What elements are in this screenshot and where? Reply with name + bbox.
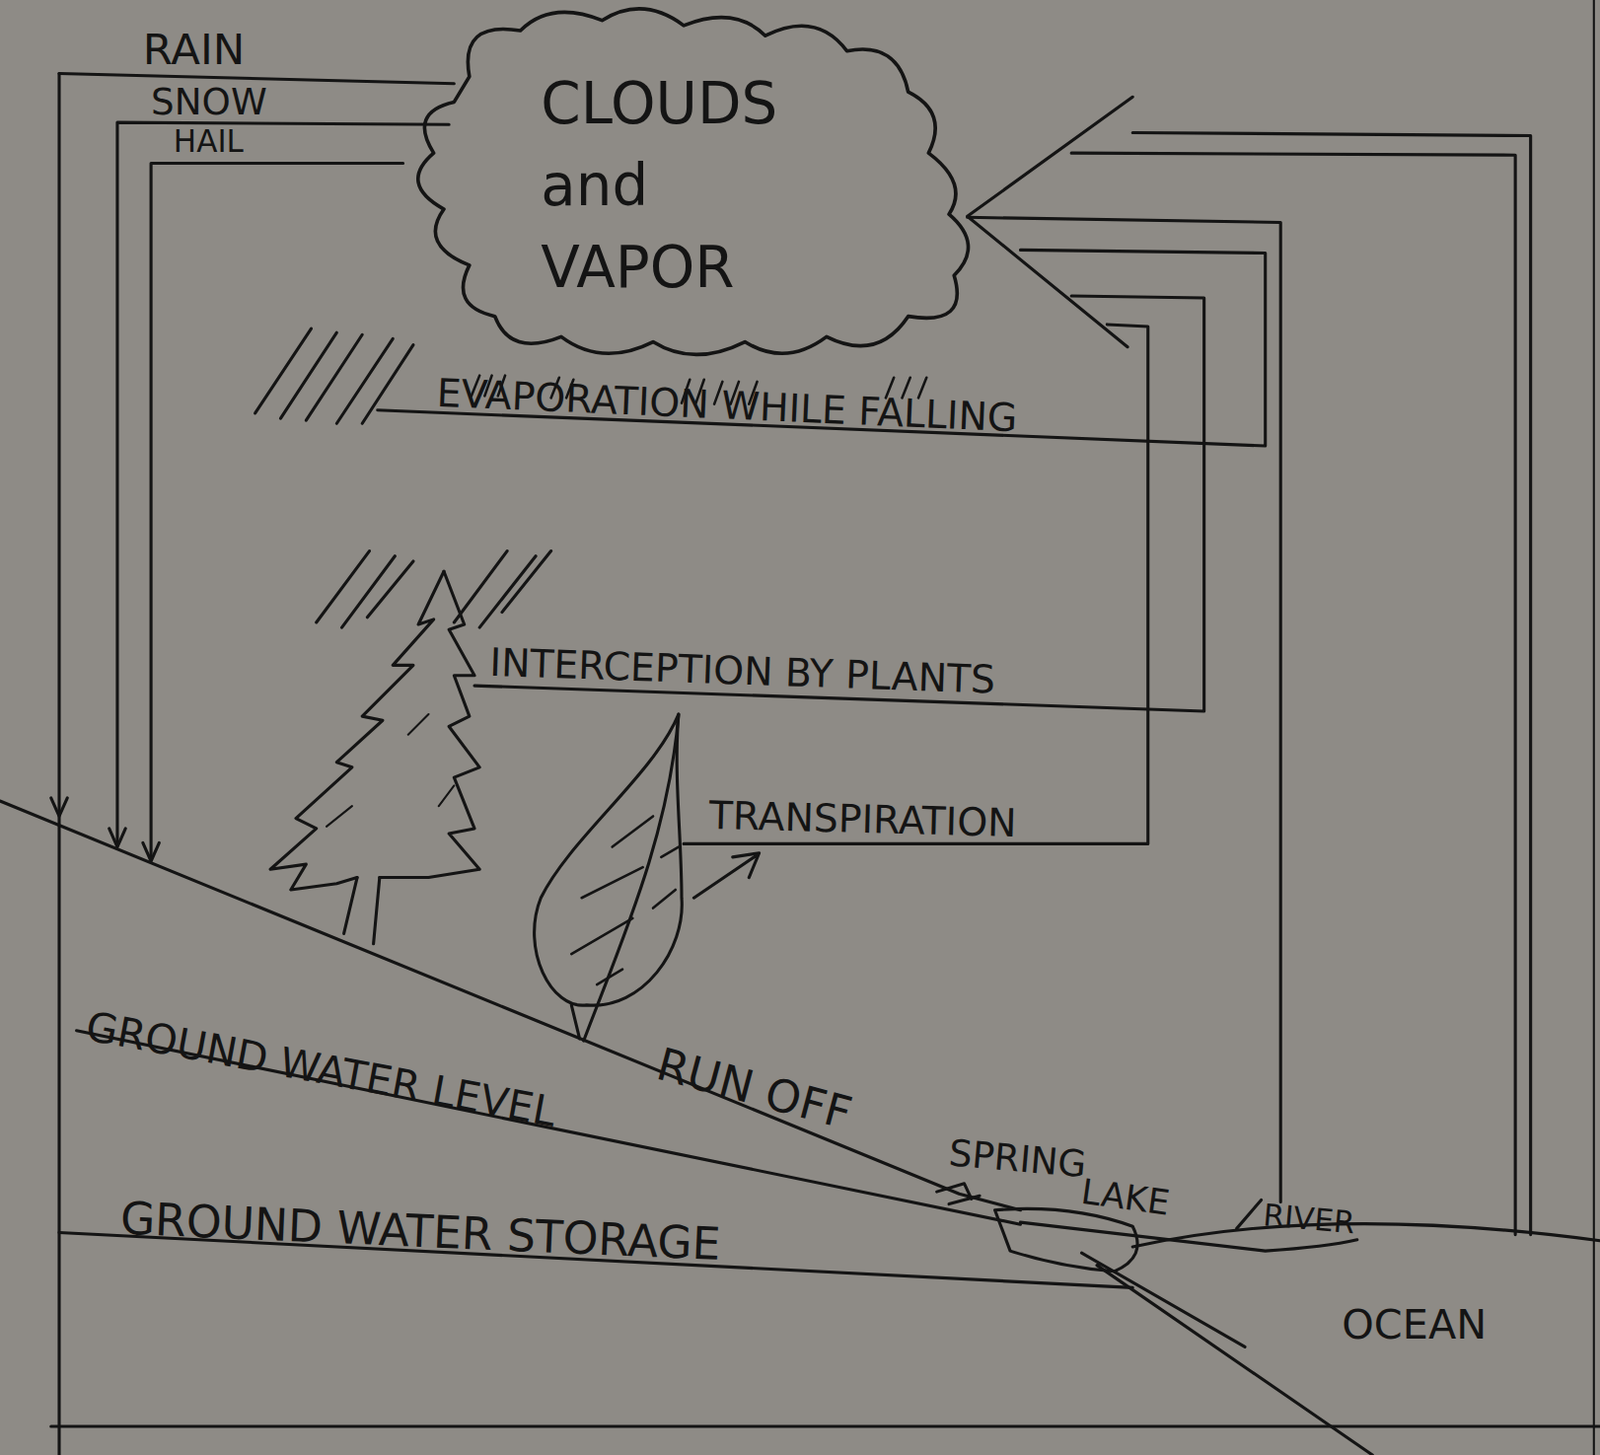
diagram-label: RUN OFF <box>652 1041 857 1137</box>
ocean-surface <box>1132 1224 1600 1247</box>
arrow-head <box>51 798 69 817</box>
return-line <box>1071 152 1516 1235</box>
cloud-outline <box>397 0 990 367</box>
lake-outline <box>995 1208 1138 1271</box>
diagram-label: HAIL <box>173 126 244 157</box>
ground-surface <box>0 800 1020 1211</box>
return-line <box>474 295 1205 712</box>
tree-trunk <box>344 877 380 945</box>
diagram-label: LAKE <box>1079 1173 1172 1221</box>
tree-outline <box>379 571 480 877</box>
transpiration-arrow <box>693 853 759 899</box>
diagram-label: RIVER <box>1261 1199 1356 1238</box>
frame-line <box>51 1424 1600 1428</box>
diagram-label: GROUND WATER STORAGE <box>119 1195 722 1267</box>
arrow-head <box>109 828 127 848</box>
diagram-label: TRANSPIRATION <box>708 796 1018 843</box>
leaf-stem <box>571 1005 580 1039</box>
diagram-label: EVAPORATION WHILE FALLING <box>436 373 1019 438</box>
diagram-label: INTERCEPTION BY PLANTS <box>489 643 997 700</box>
leaf-midrib <box>583 714 679 1041</box>
diagram-label: RAIN <box>143 28 245 72</box>
tree-outline <box>270 571 444 890</box>
cloud-node: CLOUDS and VAPOR <box>397 0 990 367</box>
return-line <box>377 249 1266 446</box>
cloud-outline-path <box>418 8 969 356</box>
hail-line <box>150 162 404 859</box>
diagram-label: GROUND WATER LEVEL <box>82 1005 560 1133</box>
arrow-head <box>143 842 160 862</box>
leaf-vein <box>571 815 679 985</box>
frame-line <box>57 72 61 1455</box>
cloud-text: CLOUDS and VAPOR <box>540 63 808 308</box>
snow-line <box>117 122 449 845</box>
rain-line <box>59 72 454 83</box>
slash-mark <box>1236 1199 1262 1229</box>
sea-floor-line <box>1082 1252 1374 1455</box>
diagram-label: SPRING <box>946 1134 1088 1183</box>
tree-detail <box>326 714 454 827</box>
diagram-label: SNOW <box>150 83 268 121</box>
diagram-label: OCEAN <box>1341 1304 1487 1345</box>
frame-line <box>1593 0 1596 1455</box>
leaf-outline <box>534 714 683 1006</box>
spring-symbol <box>937 1183 980 1205</box>
return-line <box>967 96 1134 347</box>
